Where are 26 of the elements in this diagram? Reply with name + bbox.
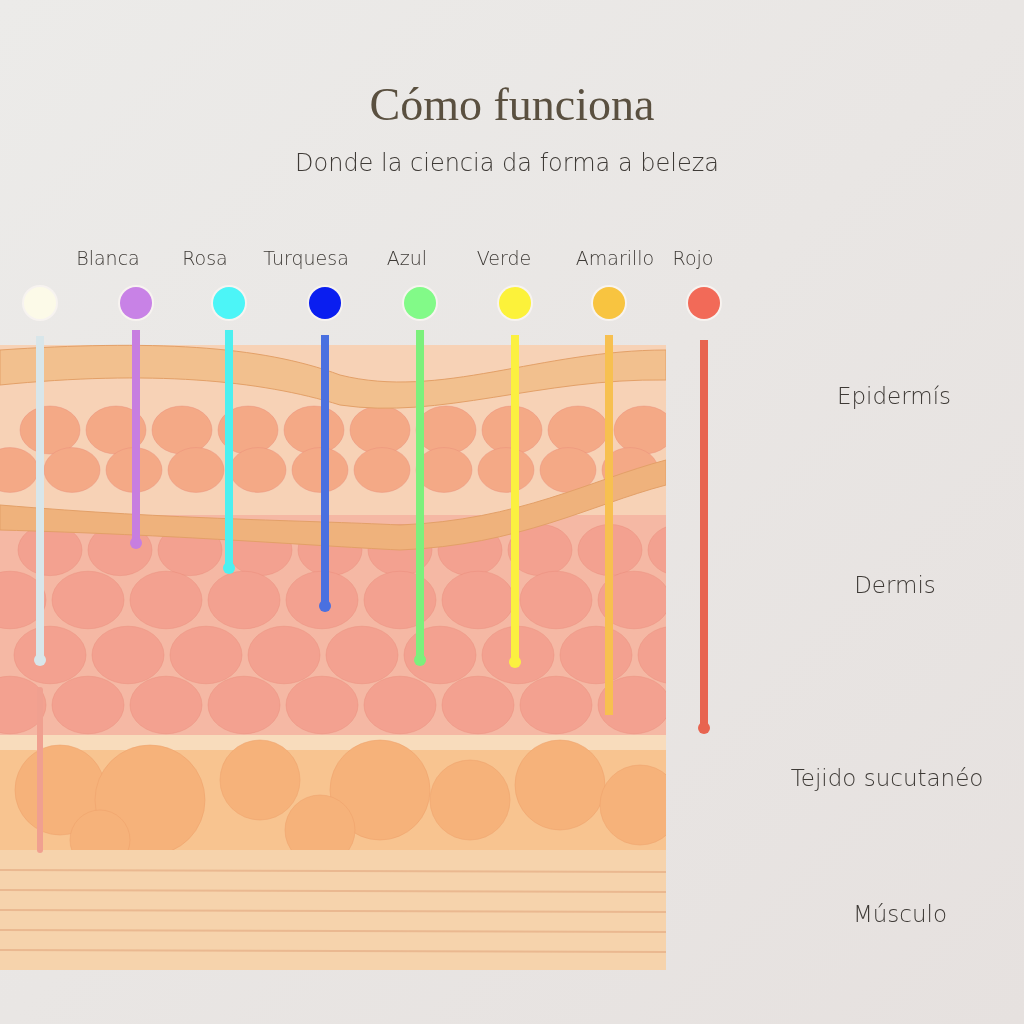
layer-label: Epidermís <box>836 383 952 409</box>
light-depth-line <box>605 335 613 715</box>
color-dot <box>593 287 625 319</box>
color-label: Verde <box>476 247 532 269</box>
subtitle: Donde la ciencia da forma a beleza <box>295 149 719 177</box>
color-label: Amarillo <box>575 247 655 269</box>
color-label: Rojo <box>672 247 714 269</box>
color-dot <box>688 287 720 319</box>
light-depth-line <box>509 335 521 668</box>
color-dot <box>120 287 152 319</box>
color-label: Rosa <box>182 247 228 269</box>
light-depth-line <box>319 335 331 612</box>
color-label: Azul <box>386 247 428 269</box>
layer-label: Dermis <box>854 572 936 598</box>
title: Cómo funciona <box>368 78 656 131</box>
color-label: Turquesa <box>263 247 349 269</box>
light-depth-line <box>414 330 426 666</box>
color-dot <box>404 287 436 319</box>
layer-label: Tejido sucutanéo <box>790 765 984 791</box>
color-dot <box>213 287 245 319</box>
light-depth-line <box>34 336 46 666</box>
color-dot <box>309 287 341 319</box>
light-depth-line <box>130 330 142 549</box>
color-label: Blanca <box>76 247 140 269</box>
color-dot <box>499 287 531 319</box>
layer-label: Músculo <box>852 901 948 927</box>
